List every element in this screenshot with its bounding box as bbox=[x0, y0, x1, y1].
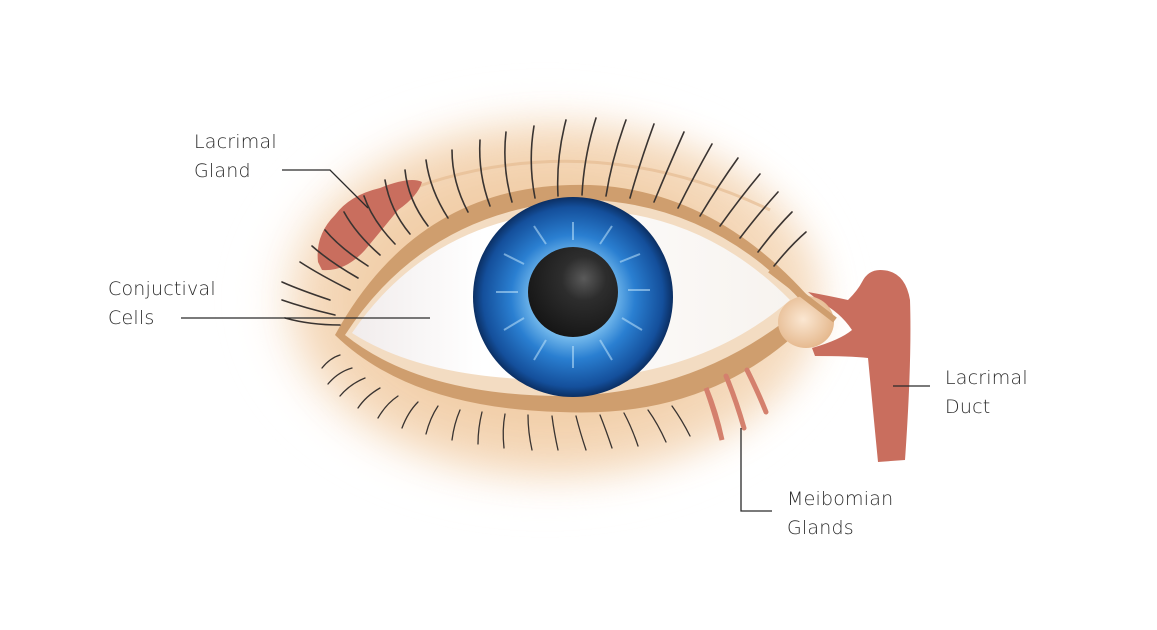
lower-eyelashes bbox=[321, 354, 691, 451]
leader-meibomian-glands bbox=[740, 428, 772, 512]
leader-lines bbox=[181, 169, 930, 512]
meibomian-glands-shape bbox=[703, 367, 769, 441]
upper-eyelashes bbox=[281, 117, 807, 326]
label-meibomian-glands: Meibomian Glands bbox=[787, 488, 894, 539]
pupil bbox=[528, 247, 618, 337]
leader-lacrimal-gland bbox=[282, 169, 369, 209]
label-lacrimal-duct: Lacrimal Duct bbox=[945, 367, 1028, 418]
label-lacrimal-gland: Lacrimal Gland bbox=[194, 131, 277, 182]
caruncle bbox=[778, 296, 834, 348]
label-conjunctival-cells: Conjuctival Cells bbox=[108, 278, 216, 329]
lacrimal-duct-shape bbox=[808, 270, 911, 462]
